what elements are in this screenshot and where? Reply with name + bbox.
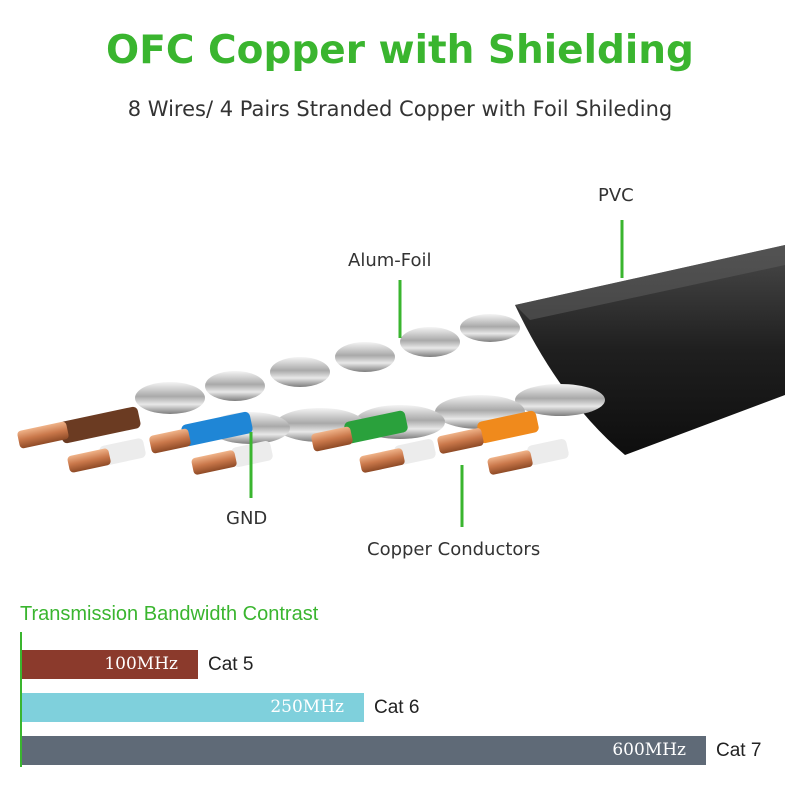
bar-value-cat6: 250MHz xyxy=(270,697,344,717)
gnd-label: GND xyxy=(226,508,268,529)
bar-category-cat5: Cat 5 xyxy=(208,654,254,675)
page-title: OFC Copper with Shielding xyxy=(106,28,694,73)
page-subtitle: 8 Wires/ 4 Pairs Stranded Copper with Fo… xyxy=(127,97,673,121)
bar-category-cat7: Cat 7 xyxy=(716,740,762,761)
foil-pairs-front xyxy=(210,384,605,444)
pvc-label: PVC xyxy=(598,185,634,206)
bar-value-cat7: 600MHz xyxy=(612,740,686,760)
bandwidth-title: Transmission Bandwidth Contrast xyxy=(20,603,319,625)
bar-category-cat6: Cat 6 xyxy=(374,697,420,718)
bar-cat6 xyxy=(22,693,364,722)
foil-pairs-back xyxy=(135,314,520,414)
bar-value-cat5: 100MHz xyxy=(104,654,178,674)
wire-green-pair xyxy=(311,410,436,473)
wire-orange-pair xyxy=(437,410,569,475)
alum-foil-label: Alum-Foil xyxy=(348,250,432,271)
wire-brown-pair xyxy=(17,406,146,473)
bar-cat5 xyxy=(22,650,198,679)
bandwidth-axis xyxy=(20,632,22,767)
bar-cat7 xyxy=(22,736,706,765)
copper-conductors-label: Copper Conductors xyxy=(367,539,541,560)
cable-illustration xyxy=(17,220,785,527)
